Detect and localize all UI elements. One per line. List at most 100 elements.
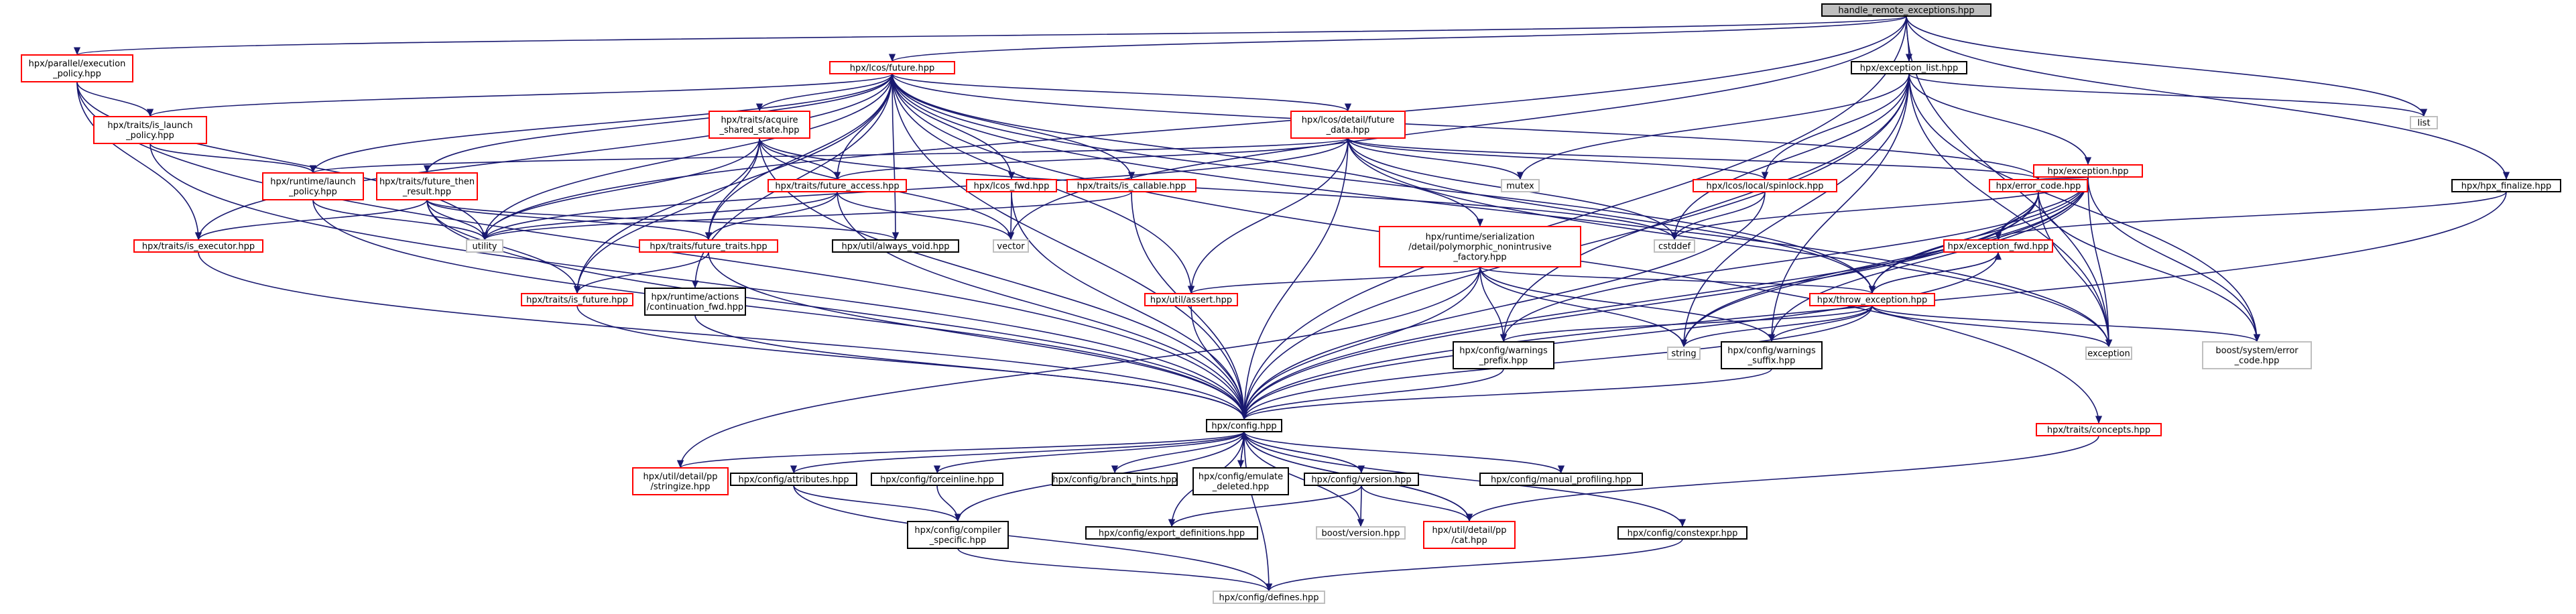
node-cat[interactable]: hpx/util/detail/pp/cat.hpp bbox=[1423, 521, 1516, 549]
edge-future-access-to-utility bbox=[481, 191, 838, 241]
edge-constexpr-to-defines bbox=[1266, 538, 1683, 592]
edge-version-to-config bbox=[1240, 431, 1362, 474]
node-label: hpx/config.hpp bbox=[1211, 422, 1276, 432]
node-error-code[interactable]: hpx/error_code.hpp bbox=[1989, 179, 2088, 192]
node-emulate-deleted[interactable]: hpx/config/emulate_deleted.hpp bbox=[1192, 467, 1289, 495]
node-label: _factory.hpp bbox=[1453, 253, 1506, 263]
node-future[interactable]: hpx/lcos/future.hpp bbox=[829, 61, 955, 74]
edge-assert-to-config bbox=[1190, 305, 1248, 420]
edge-is-executor-to-config bbox=[198, 251, 1247, 420]
node-concepts[interactable]: hpx/traits/concepts.hpp bbox=[2036, 423, 2162, 436]
edge-polymorphic-to-string bbox=[1479, 266, 1688, 348]
node-future-access[interactable]: hpx/traits/future_access.hpp bbox=[768, 179, 907, 192]
node-box bbox=[1851, 61, 1967, 74]
node-label: hpx/traits/is_launch bbox=[107, 121, 192, 131]
node-forceinline[interactable]: hpx/config/forceinline.hpp bbox=[871, 473, 1003, 486]
edge-future-to-config bbox=[892, 73, 1248, 420]
edge-future-to-future-then bbox=[423, 73, 893, 174]
edge-future-then-to-config bbox=[426, 199, 1248, 420]
node-branch-hints[interactable]: hpx/config/branch_hints.hpp bbox=[1052, 473, 1178, 486]
node-assert[interactable]: hpx/util/assert.hpp bbox=[1144, 293, 1238, 306]
node-label: boost/version.hpp bbox=[1322, 529, 1400, 539]
edge-future-data-to-throw-exception bbox=[1347, 137, 1876, 294]
node-boost-error: boost/system/error_code.hpp bbox=[2202, 341, 2312, 369]
edge-future-traits-to-config bbox=[708, 251, 1248, 420]
edge-exception-to-config bbox=[1240, 176, 2089, 420]
node-future-then[interactable]: hpx/traits/future_then_result.hpp bbox=[376, 172, 478, 200]
node-stringize[interactable]: hpx/util/detail/pp/stringize.hpp bbox=[632, 467, 729, 495]
node-throw-exception[interactable]: hpx/throw_exception.hpp bbox=[1809, 293, 1935, 306]
node-constexpr[interactable]: hpx/config/constexpr.hpp bbox=[1617, 526, 1747, 540]
node-label: hpx/throw_exception.hpp bbox=[1817, 296, 1927, 306]
node-box bbox=[93, 116, 207, 144]
node-hpx-finalize[interactable]: hpx/hpx_finalize.hpp bbox=[2451, 179, 2561, 192]
node-box bbox=[1423, 521, 1516, 549]
edge-config-to-forceinline bbox=[934, 431, 1245, 474]
node-spinlock[interactable]: hpx/lcos/local/spinlock.hpp bbox=[1693, 179, 1837, 192]
node-mutex: mutex bbox=[1501, 179, 1540, 192]
node-label: hpx/traits/is_future.hpp bbox=[526, 296, 628, 306]
node-continuation-fwd[interactable]: hpx/runtime/actions/continuation_fwd.hpp bbox=[644, 288, 746, 316]
node-always-void[interactable]: hpx/util/always_void.hpp bbox=[832, 239, 959, 253]
edge-future-data-to-future-access bbox=[834, 137, 1349, 180]
node-box bbox=[1721, 341, 1823, 369]
node-box bbox=[639, 239, 778, 253]
edge-throw-exception-to-string bbox=[1680, 305, 1873, 348]
node-label: hpx/util/detail/pp bbox=[1432, 526, 1507, 536]
edge-forceinline-to-compiler-specific bbox=[936, 485, 962, 522]
node-box bbox=[907, 521, 1009, 549]
edge-future-to-is-future bbox=[573, 73, 893, 294]
node-exec-policy[interactable]: hpx/parallel/execution_policy.hpp bbox=[21, 54, 133, 82]
node-version[interactable]: hpx/config/version.hpp bbox=[1304, 473, 1419, 486]
node-label: utility bbox=[473, 242, 497, 252]
node-label: /continuation_fwd.hpp bbox=[647, 302, 743, 312]
node-config[interactable]: hpx/config.hpp bbox=[1206, 419, 1282, 432]
edge-root-to-exec-policy bbox=[74, 15, 1907, 56]
node-label: hpx/traits/acquire bbox=[721, 115, 798, 125]
node-label: hpx/lcos_fwd.hpp bbox=[974, 182, 1050, 192]
node-box bbox=[262, 172, 364, 200]
edge-future-access-to-config bbox=[837, 191, 1248, 420]
node-label: exception bbox=[2087, 349, 2130, 359]
node-label: hpx/config/warnings bbox=[1459, 346, 1548, 356]
node-box bbox=[1304, 473, 1419, 486]
node-boost-version: boost/version.hpp bbox=[1316, 526, 1406, 540]
node-label: hpx/exception_list.hpp bbox=[1860, 64, 1959, 74]
node-is-callable[interactable]: hpx/traits/is_callable.hpp bbox=[1066, 179, 1197, 192]
node-box bbox=[1379, 226, 1581, 267]
node-exception-list[interactable]: hpx/exception_list.hpp bbox=[1851, 61, 1967, 74]
node-label: hpx/lcos/future.hpp bbox=[850, 64, 935, 74]
node-future-traits[interactable]: hpx/traits/future_traits.hpp bbox=[639, 239, 778, 253]
edge-attributes-to-compiler-specific bbox=[793, 485, 962, 522]
node-future-data[interactable]: hpx/lcos/detail/future_data.hpp bbox=[1290, 111, 1406, 139]
node-acquire[interactable]: hpx/traits/acquire_shared_state.hpp bbox=[709, 111, 810, 139]
node-label: hpx/traits/future_then bbox=[379, 177, 475, 187]
node-is-future[interactable]: hpx/traits/is_future.hpp bbox=[521, 293, 633, 306]
node-exception-fwd[interactable]: hpx/exception_fwd.hpp bbox=[1943, 239, 2053, 253]
node-export-definitions[interactable]: hpx/config/export_definitions.hpp bbox=[1085, 526, 1258, 540]
node-attributes[interactable]: hpx/config/attributes.hpp bbox=[730, 473, 857, 486]
node-warnings-prefix[interactable]: hpx/config/warnings_prefix.hpp bbox=[1453, 341, 1554, 369]
edge-polymorphic-to-throw-exception bbox=[1479, 266, 1876, 294]
node-box bbox=[1192, 467, 1289, 495]
edge-exception-list-to-exception bbox=[1908, 73, 2092, 166]
node-compiler-specific[interactable]: hpx/config/compiler_specific.hpp bbox=[907, 521, 1009, 549]
node-label: hpx/traits/is_callable.hpp bbox=[1077, 182, 1186, 192]
node-exception[interactable]: hpx/exception.hpp bbox=[2033, 164, 2143, 178]
edge-future-then-to-is-executor bbox=[195, 199, 428, 241]
node-label: _shared_state.hpp bbox=[719, 125, 799, 135]
node-lcos-fwd[interactable]: hpx/lcos_fwd.hpp bbox=[966, 179, 1057, 192]
node-polymorphic[interactable]: hpx/runtime/serialization/detail/polymor… bbox=[1379, 226, 1581, 267]
edge-throw-exception-to-boost-error bbox=[1872, 305, 2260, 343]
node-box bbox=[1617, 526, 1747, 540]
node-label: hpx/exception_fwd.hpp bbox=[1948, 242, 2049, 252]
edge-future-data-to-mutex bbox=[1347, 137, 1524, 180]
node-is-launch[interactable]: hpx/traits/is_launch_policy.hpp bbox=[93, 116, 207, 144]
edge-compiler-specific-to-defines bbox=[957, 548, 1272, 592]
node-manual-profiling[interactable]: hpx/config/manual_profiling.hpp bbox=[1479, 473, 1643, 486]
node-box bbox=[2410, 116, 2438, 129]
node-launch-policy[interactable]: hpx/runtime/launch_policy.hpp bbox=[262, 172, 364, 200]
edge-future-to-is-callable bbox=[892, 73, 1136, 180]
node-is-executor[interactable]: hpx/traits/is_executor.hpp bbox=[133, 239, 263, 253]
node-warnings-suffix[interactable]: hpx/config/warnings_suffix.hpp bbox=[1721, 341, 1823, 369]
